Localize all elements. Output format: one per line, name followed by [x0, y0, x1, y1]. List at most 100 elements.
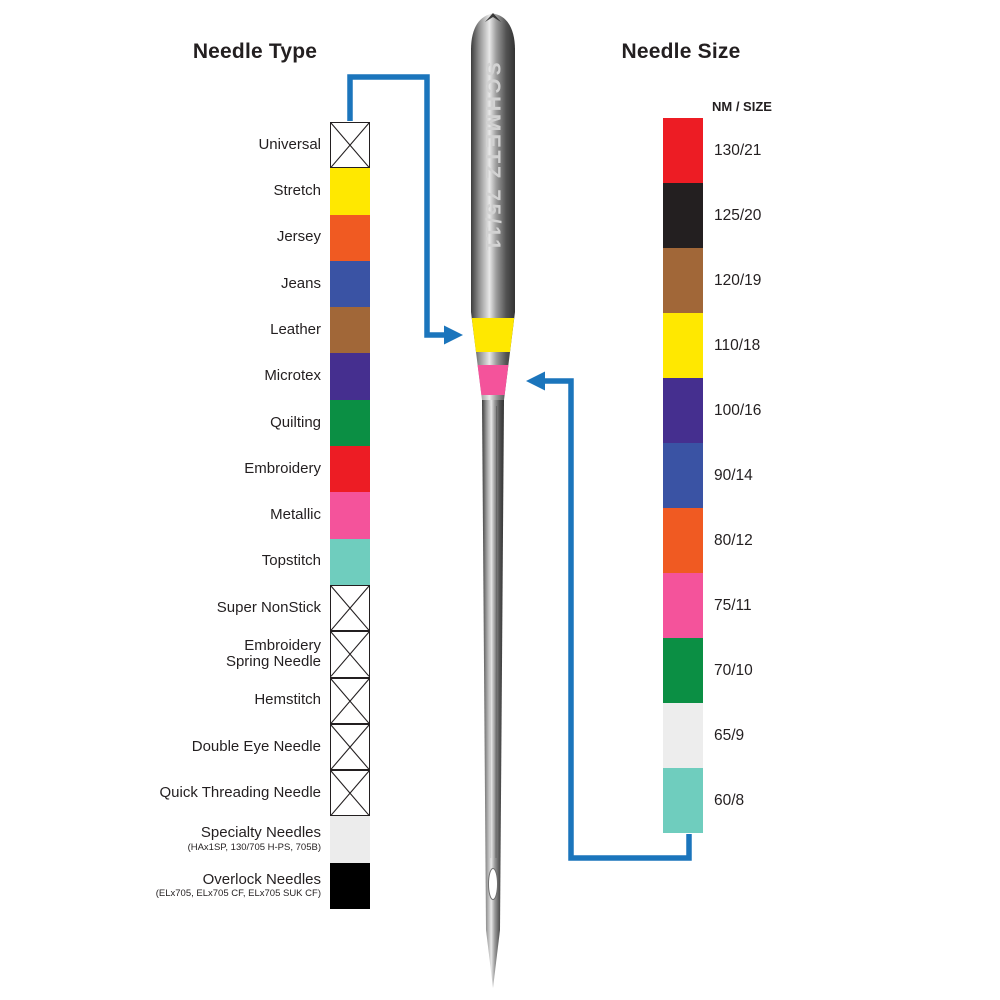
needle-type-row: Quilting: [0, 399, 370, 447]
needle-size-row: 80/12: [663, 508, 761, 573]
needle-type-cross-swatch: [330, 723, 370, 771]
needle-size-row: 90/14: [663, 443, 761, 508]
needle-size-label: 120/19: [714, 271, 762, 289]
needle-type-label: Embroidery: [244, 459, 321, 477]
needle-type-row: Embroidery: [0, 446, 370, 493]
cross-x-icon: [331, 679, 369, 723]
needle-type-color-swatch: [330, 214, 370, 261]
needle-type-label: Topstitch: [261, 552, 321, 570]
needle-size-row: 65/9: [663, 703, 761, 768]
needle-size-row: 100/16: [663, 378, 761, 443]
needle-type-row: Microtex: [0, 353, 370, 400]
needle-size-row: 110/18: [663, 313, 761, 378]
needle-type-cross-swatch: [330, 770, 370, 817]
needle-type-title: Needle Type: [192, 40, 318, 63]
needle-type-cross-swatch: [330, 631, 370, 678]
needle-size-row: 120/19: [663, 248, 761, 313]
needle-type-label: Double Eye Needle: [191, 737, 321, 755]
needle-size-row: 125/20: [663, 183, 761, 248]
needle-size-row: 130/21: [663, 118, 761, 183]
needle-size-label: 75/11: [714, 596, 752, 614]
size-connector-arrowhead: [526, 371, 545, 391]
needle-type-color-swatch: [330, 816, 370, 863]
needle-size-label: 70/10: [714, 661, 753, 679]
needle-type-row: Super NonStick: [0, 584, 370, 632]
needle-tip-cap: [485, 13, 501, 22]
needle-type-color-swatch: [330, 538, 370, 585]
needle-type-label: Universal: [258, 135, 321, 153]
needle-type-label: Jeans: [280, 274, 321, 292]
needle-type-row: Hemstitch: [0, 677, 370, 724]
needle-size-label: 100/16: [714, 401, 762, 419]
needle-type-label: Super NonStick: [216, 598, 321, 616]
needle-type-color-swatch: [330, 862, 370, 910]
needle-type-row: Universal: [0, 122, 370, 169]
needle-size-label: 130/21: [714, 141, 762, 159]
cross-x-icon: [331, 586, 369, 630]
cross-x-icon: [331, 771, 369, 815]
needle-type-color-swatch: [330, 353, 370, 400]
needle-type-row: Stretch: [0, 168, 370, 215]
needle-size-color-swatch: [663, 703, 703, 768]
needle-size-band: [477, 365, 509, 395]
needle-groove-shadow: [495, 405, 497, 859]
needle-type-label: Microtex: [264, 367, 321, 385]
needle-eye: [488, 868, 498, 900]
needle-size-title: Needle Size: [621, 40, 741, 63]
needle-shank-top: [471, 13, 515, 50]
needle-type-row: Specialty Needles(HAx1SP, 130/705 H-PS, …: [0, 816, 370, 863]
type-connector-arrowhead: [444, 325, 463, 345]
needle-type-label: Specialty Needles(HAx1SP, 130/705 H-PS, …: [0, 824, 330, 854]
cross-x-icon: [331, 632, 369, 676]
needle-imprint-text: SCHMETZ 75/11: [481, 62, 504, 253]
needle-type-row: Jersey: [0, 214, 370, 261]
cross-x-icon: [331, 123, 369, 167]
needle-size-label: 125/20: [714, 206, 762, 224]
needle-type-label: Jersey: [276, 228, 321, 246]
needle-type-row: Double Eye Needle: [0, 723, 370, 771]
needle-size-color-swatch: [663, 443, 703, 508]
needle-type-cross-swatch: [330, 677, 370, 724]
needle-size-label: 60/8: [714, 791, 745, 809]
needle-type-label: Leather: [270, 320, 321, 338]
needle-size-list: 130/21 125/20 120/19 110/18 100/16 90/14 80/12…: [663, 118, 761, 833]
needle-type-color-swatch: [330, 446, 370, 493]
needle-size-color-swatch: [663, 378, 703, 443]
needle-type-sublabel: (HAx1SP, 130/705 H-PS, 705B): [187, 842, 321, 854]
needle-type-row: Quick Threading Needle: [0, 770, 370, 817]
needle-type-sublabel: (ELx705, ELx705 CF, ELx705 SUK CF): [155, 888, 321, 900]
nm-size-column-header: NM / SIZE: [712, 99, 772, 114]
needle-type-label: Quick Threading Needle: [159, 783, 321, 801]
needle-type-color-swatch: [330, 492, 370, 539]
needle-size-color-swatch: [663, 638, 703, 703]
needle-type-color-swatch: [330, 260, 370, 308]
needle-type-row: Metallic: [0, 492, 370, 539]
needle-size-label: 90/14: [714, 466, 753, 484]
needle-type-row: Leather: [0, 307, 370, 354]
needle-groove-highlight: [488, 405, 492, 859]
needle-type-row: Topstitch: [0, 538, 370, 585]
needle-size-row: 75/11: [663, 573, 761, 638]
needle-type-cross-swatch: [330, 584, 370, 632]
needle-type-color-swatch: [330, 399, 370, 447]
needle-size-color-swatch: [663, 573, 703, 638]
needle-size-color-swatch: [663, 313, 703, 378]
needle-type-band: [471, 318, 515, 352]
needle-type-label: Stretch: [273, 182, 321, 200]
cross-x-icon: [331, 725, 369, 769]
needle-size-label: 110/18: [714, 336, 761, 354]
needle-size-color-swatch: [663, 768, 703, 833]
needle-shank: [471, 48, 515, 312]
needle-taper: [471, 312, 515, 400]
needle-type-row: Jeans: [0, 260, 370, 308]
needle-type-label: Hemstitch: [254, 691, 321, 709]
needle-size-row: 70/10: [663, 638, 761, 703]
needle-type-label: Overlock Needles(ELx705, ELx705 CF, ELx7…: [0, 871, 330, 900]
needle-shaft-and-point: [482, 400, 504, 988]
needle-size-label: 80/12: [714, 531, 753, 549]
needle-size-color-swatch: [663, 508, 703, 573]
